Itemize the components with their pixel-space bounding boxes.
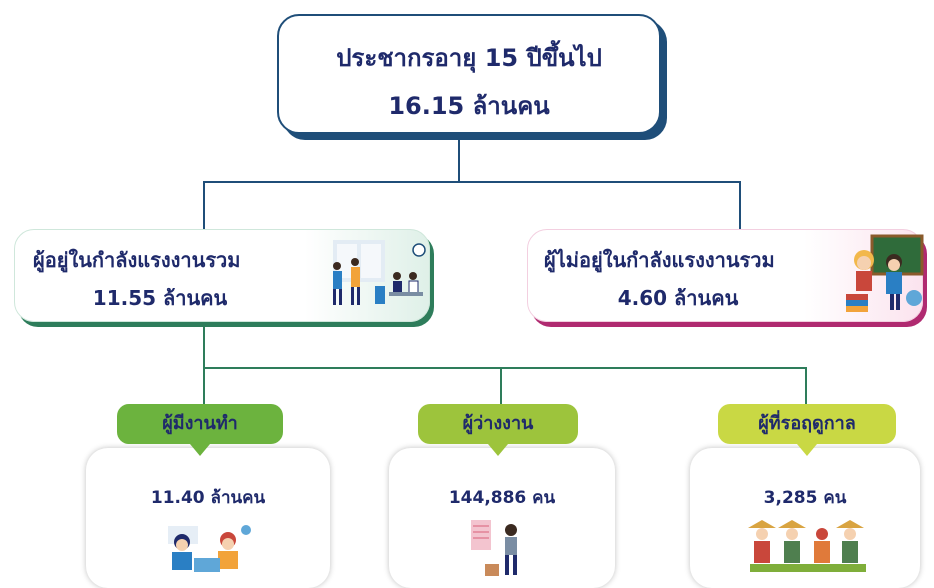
students-illustration — [846, 234, 924, 312]
seasonal-tag-pointer — [797, 444, 817, 456]
connector-unemployed-down — [500, 367, 502, 405]
population-root-box: ประชากรอายุ 15 ปีขึ้นไป 16.15 ล้านคน — [277, 14, 661, 134]
employed-value: 11.40 ล้านคน — [150, 488, 266, 508]
seasonal-value: 3,285 คน — [763, 488, 847, 508]
connector-right-down — [739, 181, 741, 229]
seasonal-tag: ผู้ที่รอฤดูกาล — [718, 404, 896, 456]
labour-force-value: 11.55 ล้านคน — [92, 286, 228, 310]
connector-horizontal-top — [203, 181, 740, 183]
labour-force-title: ผู้อยู่ในกำลังแรงงานรวม — [33, 248, 241, 272]
connector-seasonal-down — [805, 367, 807, 405]
unemployed-tag: ผู้ว่างงาน — [418, 404, 578, 456]
connector-labour-down — [203, 322, 205, 368]
jobless-person-illustration — [471, 520, 517, 576]
unemployed-value: 144,886 คน — [448, 488, 556, 508]
office-workers-illustration — [333, 240, 426, 305]
employed-tag: ผู้มีงานทำ — [117, 404, 283, 456]
farmers-illustration — [748, 520, 866, 572]
unemployed-label: ผู้ว่างงาน — [462, 413, 534, 434]
seasonal-label: ผู้ที่รอฤดูกาล — [758, 413, 856, 434]
non-labour-force-title: ผู้ไม่อยู่ในกำลังแรงงานรวม — [544, 248, 775, 272]
employed-card: 11.40 ล้านคน — [86, 448, 330, 588]
root-title: ประชากรอายุ 15 ปีขึ้นไป — [336, 44, 602, 72]
connector-left-down — [203, 181, 205, 229]
non-labour-force-box: ผู้ไม่อยู่ในกำลังแรงงานรวม 4.60 ล้านคน — [527, 229, 924, 322]
unemployed-tag-pointer — [488, 444, 508, 456]
seasonal-card: 3,285 คน — [690, 448, 920, 588]
connector-employed-down — [203, 367, 205, 405]
employed-label: ผู้มีงานทำ — [162, 413, 238, 434]
employed-tag-pointer — [190, 444, 210, 456]
unemployed-card: 144,886 คน — [389, 448, 615, 588]
root-value: 16.15 ล้านคน — [388, 92, 550, 120]
connector-horizontal-bottom — [203, 367, 806, 369]
laptop-workers-illustration — [168, 525, 251, 572]
non-labour-force-value: 4.60 ล้านคน — [617, 286, 739, 310]
connector-root-down — [458, 136, 460, 182]
labour-force-box: ผู้อยู่ในกำลังแรงงานรวม 11.55 ล้านคน — [14, 229, 430, 322]
